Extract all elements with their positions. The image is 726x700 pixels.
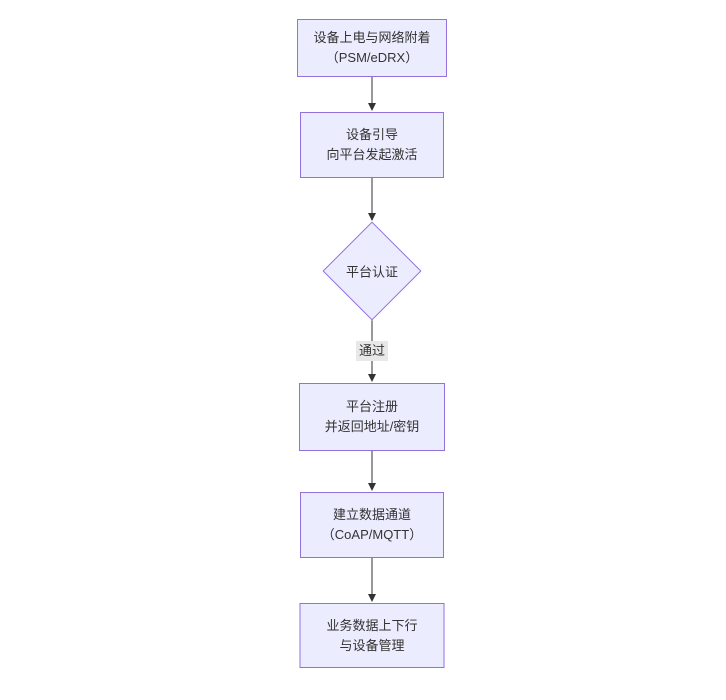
arrowhead-down-icon bbox=[368, 374, 376, 382]
node-platform-auth-label: 平台认证 bbox=[345, 264, 399, 280]
edge-power-to-boot bbox=[371, 77, 373, 104]
arrowhead-down-icon bbox=[368, 594, 376, 602]
node-boot-activate-line1: 设备引导 bbox=[345, 127, 398, 142]
node-platform-register-line2: 并返回地址/密钥 bbox=[324, 419, 420, 434]
edge-register-to-channel bbox=[371, 451, 373, 484]
arrowhead-down-icon bbox=[368, 103, 376, 111]
edge-boot-to-auth bbox=[371, 178, 373, 214]
node-platform-register: 平台注册 并返回地址/密钥 bbox=[299, 383, 445, 451]
node-data-channel: 建立数据通道 （CoAP/MQTT） bbox=[300, 492, 444, 558]
node-power-attach-line2: （PSM/eDRX） bbox=[325, 50, 419, 65]
edge-label-pass: 通过 bbox=[355, 341, 389, 361]
node-data-channel-line2: （CoAP/MQTT） bbox=[321, 527, 423, 542]
node-business-data: 业务数据上下行 与设备管理 bbox=[299, 603, 445, 668]
node-data-channel-line1: 建立数据通道 bbox=[332, 507, 411, 522]
node-power-attach-line1: 设备上电与网络附着 bbox=[313, 30, 431, 45]
arrowhead-down-icon bbox=[368, 213, 376, 221]
node-power-attach: 设备上电与网络附着 （PSM/eDRX） bbox=[297, 19, 447, 77]
arrowhead-down-icon bbox=[368, 483, 376, 491]
node-business-data-line1: 业务数据上下行 bbox=[326, 617, 418, 633]
node-platform-auth: 平台认证 bbox=[322, 221, 422, 321]
node-business-data-line2: 与设备管理 bbox=[339, 637, 405, 653]
node-boot-activate-line2: 向平台发起激活 bbox=[326, 147, 418, 162]
node-platform-register-line1: 平台注册 bbox=[345, 399, 398, 414]
node-boot-activate: 设备引导 向平台发起激活 bbox=[300, 112, 444, 178]
edge-channel-to-business bbox=[371, 558, 373, 595]
